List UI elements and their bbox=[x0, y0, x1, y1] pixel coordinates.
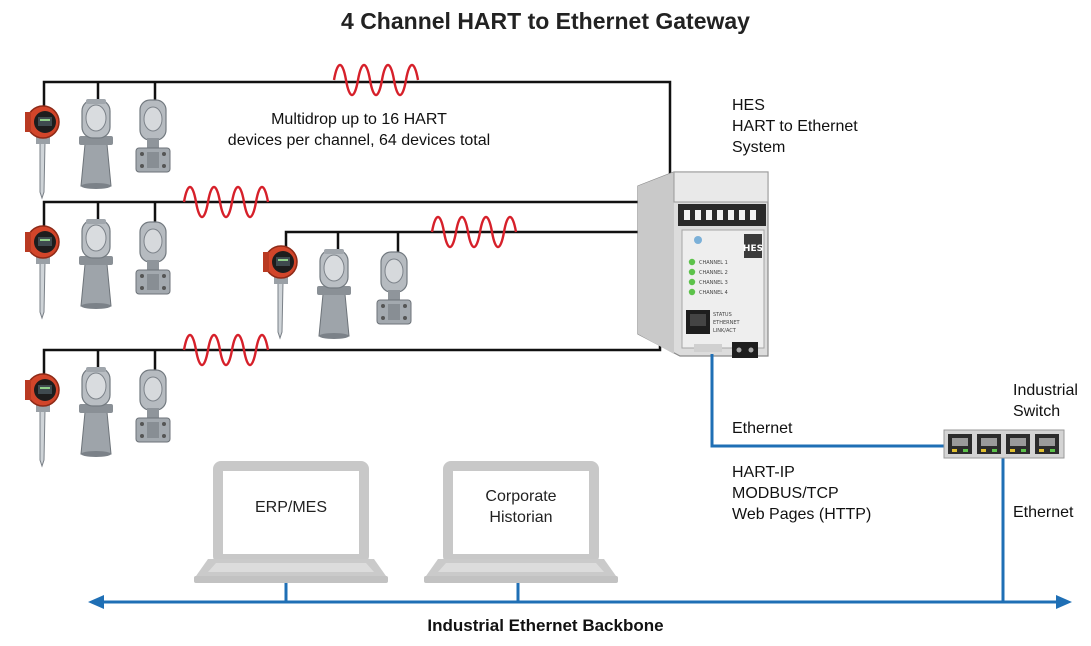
status-port-text: STATUS bbox=[713, 312, 732, 318]
ethernet-label-switch: Ethernet bbox=[1013, 504, 1074, 521]
din-rail-gateway-icon: HES CHANNEL 1 CHANNEL 2 CHANNEL 3 CHANNE… bbox=[637, 171, 769, 358]
multidrop-note-line-2: devices per channel, 64 devices total bbox=[227, 132, 491, 149]
gateway-label: HES HART to Ethernet System bbox=[732, 95, 858, 158]
pressure-transmitter-icon bbox=[135, 99, 171, 173]
ethernet-label-gateway: Ethernet bbox=[732, 420, 793, 437]
protocol-hart-ip: HART-IP bbox=[732, 464, 795, 481]
channel-4-text: CHANNEL 4 bbox=[699, 290, 728, 296]
indicator-transmitter-icon bbox=[24, 373, 60, 467]
pressure-transmitter-icon bbox=[376, 251, 412, 325]
radar-level-transmitter-icon bbox=[316, 248, 352, 340]
laptop-icon bbox=[194, 466, 388, 583]
radar-level-transmitter-icon bbox=[78, 366, 114, 458]
protocol-web-pages: Web Pages (HTTP) bbox=[732, 506, 872, 523]
ethernet-port-text: ETHERNET bbox=[713, 320, 741, 326]
field-devices-channel-3 bbox=[262, 245, 412, 340]
laptop-erp-mes-line-1: ERP/MES bbox=[254, 499, 327, 516]
channel-3-text: CHANNEL 3 bbox=[699, 280, 728, 286]
switch-label-line-1: Industrial bbox=[1013, 382, 1078, 399]
switch-label-line-2: Switch bbox=[1013, 403, 1061, 420]
backbone-arrow-left-icon bbox=[88, 595, 104, 609]
ethernet-links bbox=[284, 354, 1005, 602]
indicator-transmitter-icon bbox=[24, 225, 60, 319]
protocol-list: HART-IP MODBUS/TCP Web Pages (HTTP) bbox=[732, 462, 871, 525]
ethernet-switch-icon bbox=[943, 429, 1065, 459]
field-devices-channel-1 bbox=[24, 98, 171, 199]
link-act-port-text: LINK/ACT bbox=[713, 328, 737, 334]
indicator-transmitter-icon bbox=[262, 245, 298, 339]
laptop-corporate-historian-label: Corporate Historian bbox=[453, 486, 589, 528]
channel-leds bbox=[688, 258, 696, 296]
multidrop-note-line-1: Multidrop up to 16 HART bbox=[271, 111, 447, 128]
radar-level-transmitter-icon bbox=[78, 218, 114, 310]
laptop-historian-line-1: Corporate bbox=[485, 488, 557, 505]
gateway-badge-text: HES bbox=[743, 244, 763, 254]
field-devices-channel-2 bbox=[24, 218, 171, 319]
gateway-label-line-1: HES bbox=[732, 97, 765, 114]
pressure-transmitter-icon bbox=[135, 221, 171, 295]
protocol-modbus-tcp: MODBUS/TCP bbox=[732, 485, 839, 502]
hart-signal-wave-channel-1 bbox=[332, 63, 420, 97]
gateway-label-line-2: HART to Ethernet bbox=[732, 118, 858, 135]
channel-1-text: CHANNEL 1 bbox=[699, 260, 728, 266]
laptop-historian-line-2: Historian bbox=[489, 509, 553, 526]
diagram-title: 4 Channel HART to Ethernet Gateway bbox=[341, 8, 750, 34]
radar-level-transmitter-icon bbox=[78, 98, 114, 190]
indicator-transmitter-icon bbox=[24, 105, 60, 199]
switch-label: Industrial Switch bbox=[1013, 380, 1078, 422]
pressure-transmitter-icon bbox=[135, 369, 171, 443]
multidrop-note: Multidrop up to 16 HART devices per chan… bbox=[200, 109, 518, 151]
backbone-arrow-right-icon bbox=[1056, 595, 1072, 609]
laptop-erp-mes-label: ERP/MES bbox=[223, 497, 359, 518]
gateway-label-line-3: System bbox=[732, 139, 786, 156]
ethernet-backbone-line bbox=[88, 595, 1072, 609]
channel-2-text: CHANNEL 2 bbox=[699, 270, 728, 276]
field-devices-channel-4 bbox=[24, 366, 171, 467]
backbone-label: Industrial Ethernet Backbone bbox=[427, 616, 664, 635]
